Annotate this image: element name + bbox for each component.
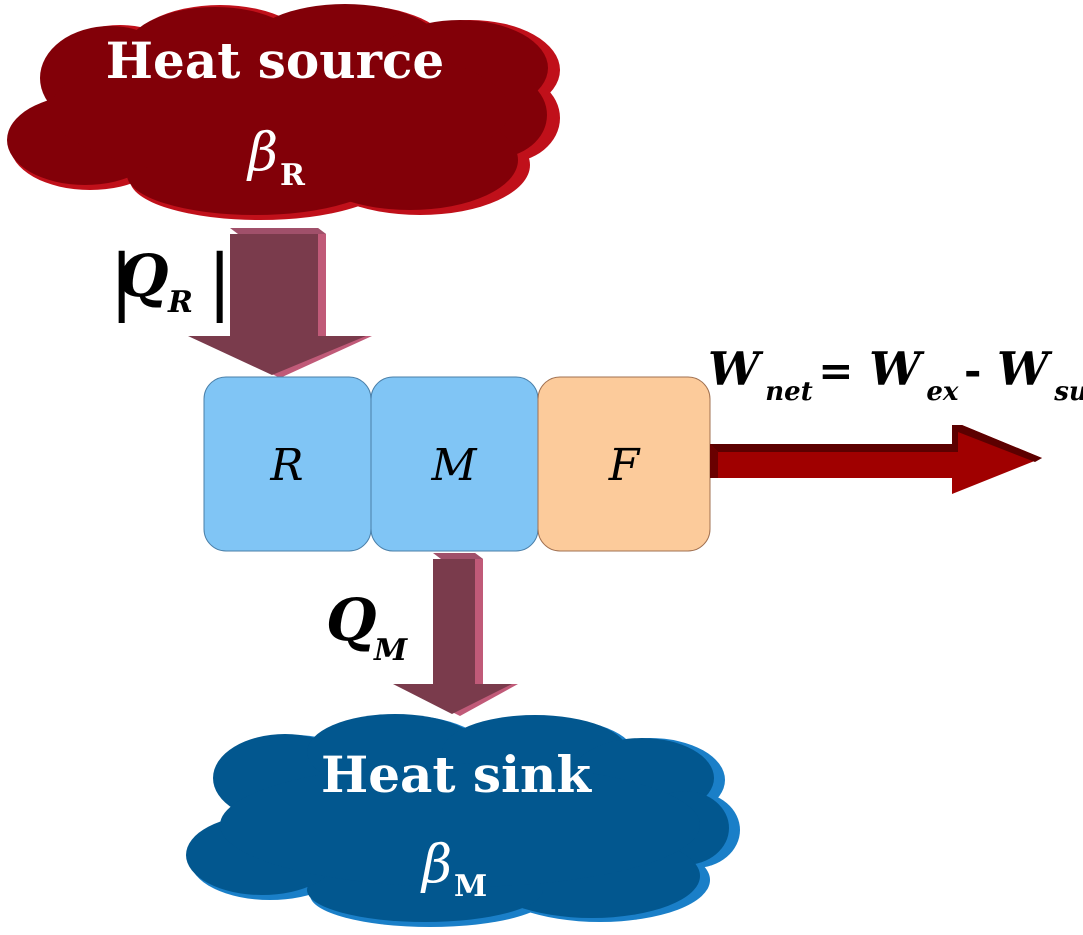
block-f: F	[537, 376, 711, 552]
heat-source-title: Heat source	[106, 31, 444, 90]
work-equals: =	[818, 346, 853, 395]
block-f-label: F	[608, 440, 641, 491]
block-m-label: M	[430, 440, 477, 491]
beta-symbol: β	[246, 123, 278, 183]
work-sup-symbol: W	[997, 342, 1053, 396]
heat-in-label: | Q R |	[100, 239, 241, 324]
heat-source-beta: β	[246, 123, 278, 183]
heat-sink-title: Heat sink	[321, 745, 592, 804]
work-ex-symbol: W	[869, 342, 925, 396]
work-sup-subscript: sup	[1053, 377, 1083, 407]
beta-symbol: β	[420, 835, 452, 895]
block-r: R	[203, 376, 372, 552]
heat-in-arrow	[188, 228, 372, 378]
heat-sink-beta-subscript: M	[454, 869, 487, 904]
engine-blocks: R M F	[203, 376, 711, 552]
heat-out-arrow	[393, 553, 518, 716]
heat-sink-cloud: Heat sink β M	[186, 714, 740, 927]
work-arrow	[710, 425, 1042, 494]
heat-in-symbol: Q	[118, 242, 169, 310]
heat-in-abs-open: |	[100, 239, 143, 324]
work-equation: W net = W ex - W sup	[708, 342, 1083, 407]
heat-out-label: Q M	[326, 586, 408, 668]
work-minus: -	[964, 346, 981, 395]
heat-out-subscript: M	[373, 633, 408, 668]
heat-in-abs-close: |	[198, 239, 241, 324]
work-net-symbol: W	[708, 342, 764, 396]
work-ex-subscript: ex	[926, 377, 959, 407]
work-net-subscript: net	[765, 377, 812, 407]
block-r-label: R	[269, 440, 303, 491]
heat-source-cloud: Heat source β R	[7, 4, 560, 220]
heat-in-subscript: R	[167, 285, 193, 320]
heat-source-beta-subscript: R	[280, 158, 306, 193]
heat-sink-beta: β	[420, 835, 452, 895]
block-m: M	[370, 376, 539, 552]
heat-out-symbol: Q	[326, 586, 377, 654]
svg-text:W net = W: W net = W ex - W sup	[708, 342, 1083, 407]
